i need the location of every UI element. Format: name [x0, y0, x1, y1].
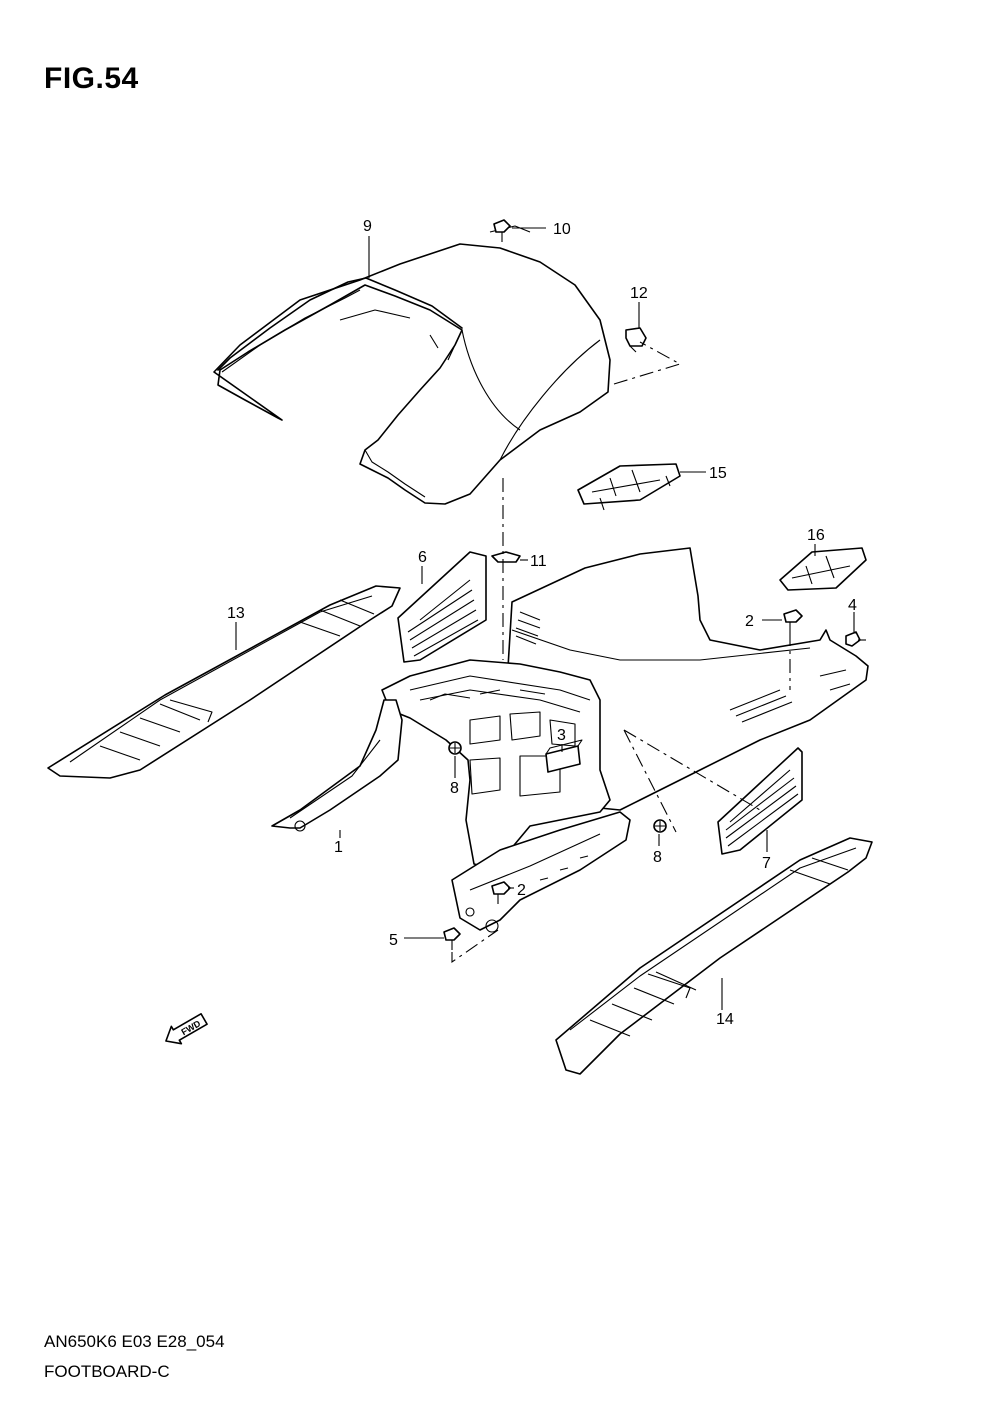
part-9-rear-cover [213, 225, 611, 505]
part-8-grommet-left [448, 741, 462, 755]
part-2-bolt-lower [491, 881, 511, 904]
callout-1: 1 [334, 839, 343, 856]
callout-8-right: 8 [653, 849, 662, 866]
callout-15: 15 [709, 465, 727, 482]
callout-12: 12 [630, 285, 648, 302]
part-11-clip-nut [491, 551, 521, 563]
part-2-bolt-upper [783, 609, 803, 632]
callout-5: 5 [389, 932, 398, 949]
part-4-rivet [845, 631, 866, 647]
part-5-screw [443, 927, 461, 950]
part-13-floor-mat-left [47, 585, 401, 779]
part-7-vent-right [717, 747, 803, 855]
callout-10: 10 [553, 221, 571, 238]
part-3-block [545, 739, 583, 773]
figure-title: FIG.54 [44, 62, 139, 95]
callout-2-upper: 2 [745, 613, 754, 630]
part-10-screw [493, 219, 511, 242]
figure-code: AN650K6 E03 E28_054 [44, 1332, 225, 1351]
fwd-arrow-icon: FWD [165, 1013, 208, 1045]
callout-14: 14 [716, 1011, 734, 1028]
callout-7: 7 [762, 855, 771, 872]
callout-3: 3 [557, 727, 566, 744]
part-14-floor-mat-right [555, 837, 873, 1075]
callout-11: 11 [530, 553, 547, 570]
callout-13: 13 [227, 605, 245, 622]
part-12-clip [625, 327, 647, 353]
callout-6: 6 [418, 549, 427, 566]
part-6-vent-left [397, 551, 487, 663]
part-16-tray [779, 547, 867, 591]
figure-name: FOOTBOARD-C [44, 1362, 170, 1381]
assembly-lines [451, 341, 791, 964]
callout-9: 9 [363, 218, 372, 235]
callout-labels: 1 2 2 3 4 5 6 7 8 8 9 10 11 12 13 14 15 … [227, 218, 857, 1028]
callout-8-left: 8 [450, 780, 459, 797]
part-1-footboard-frame [271, 547, 869, 933]
leader-lines [235, 227, 855, 1010]
part-15-tray [577, 463, 681, 511]
callout-2-lower: 2 [517, 882, 526, 899]
part-8-grommet-right [653, 819, 667, 833]
callout-16: 16 [807, 527, 825, 544]
callout-4: 4 [848, 597, 857, 614]
